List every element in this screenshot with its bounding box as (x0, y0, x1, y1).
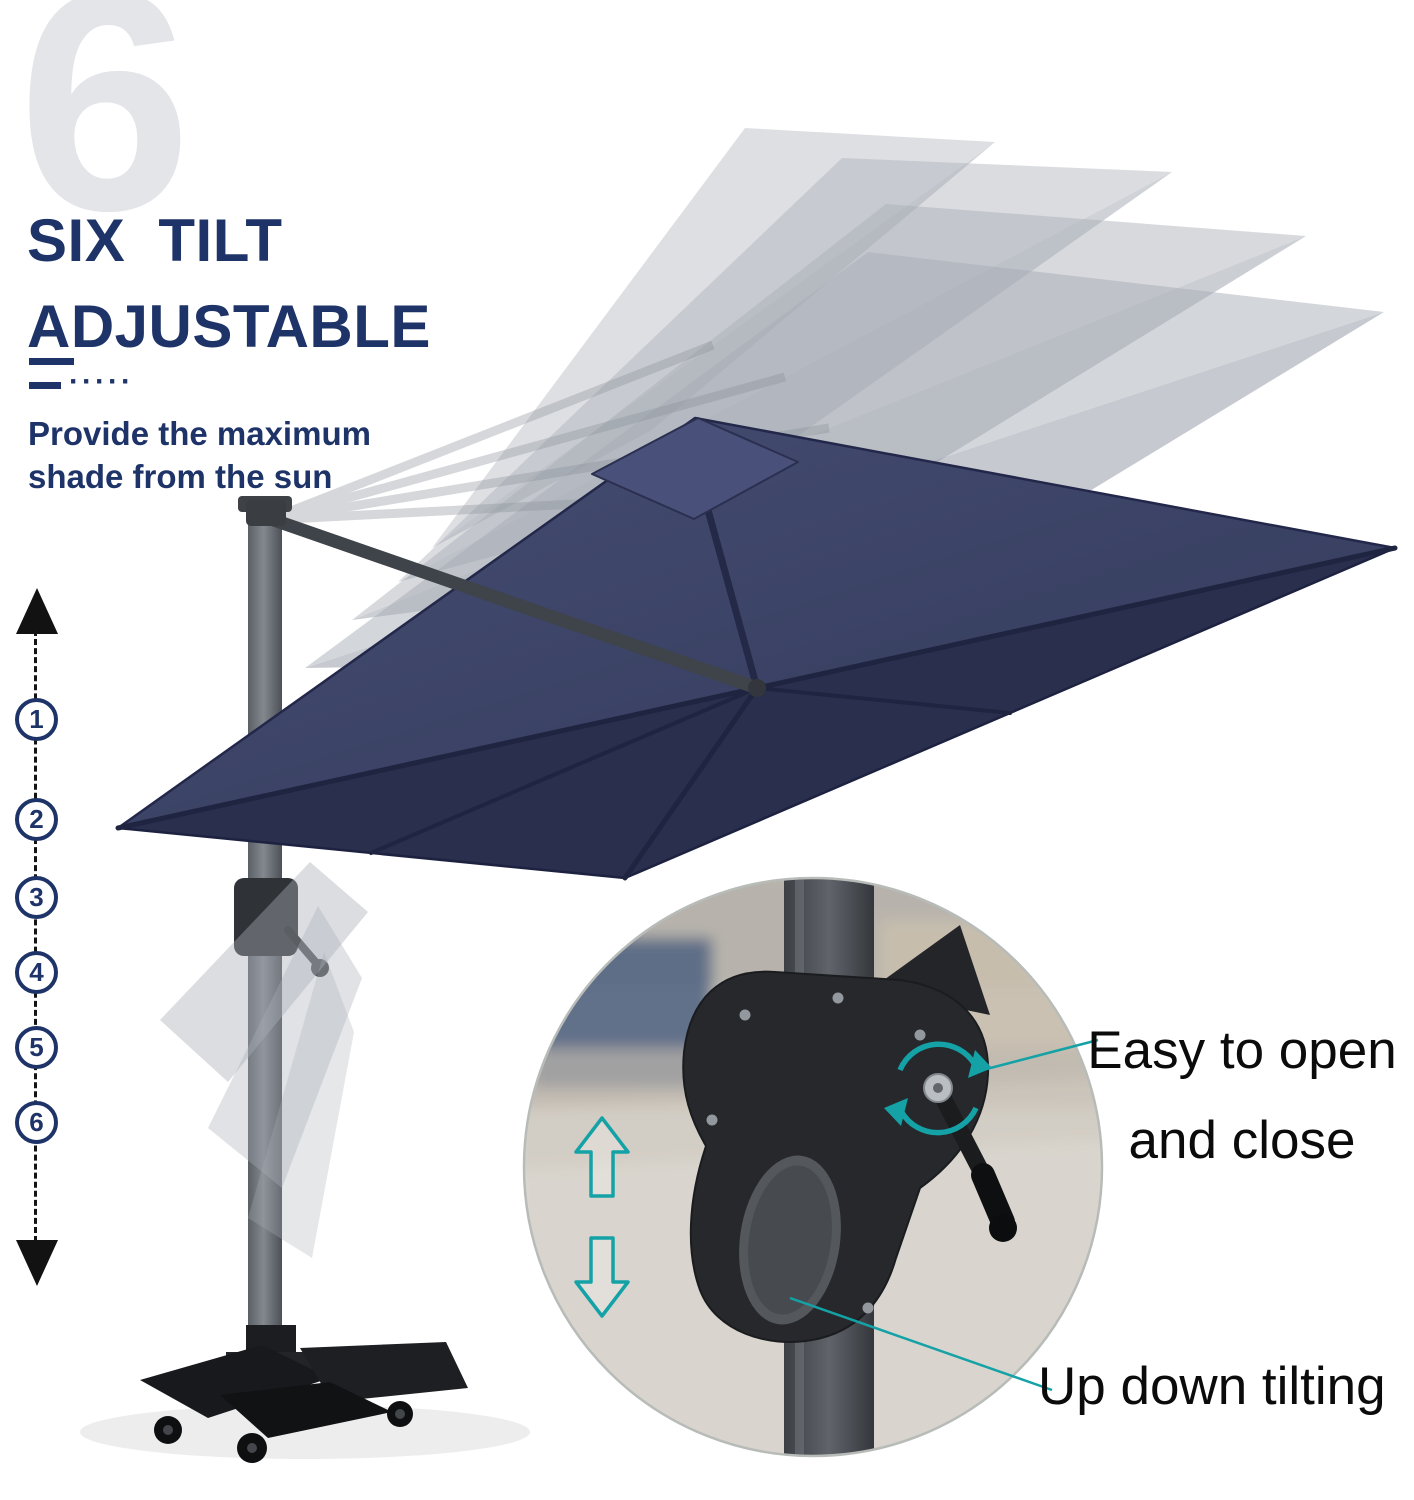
umbrella-base (80, 1325, 530, 1463)
canopy-top-tier (591, 417, 799, 520)
tilt-position-3: 3 (15, 876, 58, 919)
crank-detail-inset (522, 876, 1104, 1458)
callout-lines (789, 1038, 1099, 1392)
crank-handle (923, 1073, 1017, 1242)
tilt-position-6: 6 (15, 1101, 58, 1144)
tilt-position-4: 4 (15, 951, 58, 994)
title-decoration: ····· (29, 358, 134, 398)
callout-open-close: Easy to open and close (1072, 1006, 1412, 1186)
tilt-position-scale: 1 2 3 4 5 6 (14, 588, 60, 1288)
scale-dashed-line (34, 630, 37, 1242)
callout-up-down-tilting: Up down tilting (1038, 1357, 1386, 1416)
big-number: 6 (18, 0, 192, 276)
housing-screws (706, 992, 926, 1314)
canopy-ribs (115, 545, 1398, 881)
up-down-arrows-icon (574, 1116, 630, 1318)
subtitle-line-1: Provide the maximum (28, 415, 371, 452)
callout-line-tilting (789, 1296, 1053, 1392)
title-line-1: SIX TILT (27, 207, 283, 274)
tilt-position-5: 5 (15, 1026, 58, 1069)
subtitle: Provide the maximum shade from the sun (28, 413, 371, 499)
umbrella-canopy (115, 416, 1398, 881)
arrow-up-icon (16, 588, 58, 634)
inset-rim (522, 876, 1104, 1458)
decor-dash (29, 358, 74, 365)
tilt-position-1: 1 (15, 698, 58, 741)
title-line-2: ADJUSTABLE (27, 292, 431, 360)
crank-housing (682, 925, 990, 1343)
cantilever-arm (246, 500, 766, 697)
crank-housing-small (234, 878, 298, 956)
tilt-position-2: 2 (15, 798, 58, 841)
ghost-canopy-lowered (160, 862, 368, 1258)
callout-line-open-close (974, 1038, 1099, 1074)
page-title: SIX TILT ADJUSTABLE (27, 198, 431, 370)
callout-open-close-line-2: and close (1128, 1111, 1356, 1171)
decor-dots: ····· (69, 365, 134, 398)
subtitle-line-2: shade from the sun (28, 457, 333, 495)
callout-open-close-line-1: Easy to open (1087, 1021, 1397, 1080)
arrow-down-icon (16, 1240, 58, 1286)
rotation-arrows-icon (884, 1041, 992, 1136)
decor-dash (29, 381, 61, 389)
